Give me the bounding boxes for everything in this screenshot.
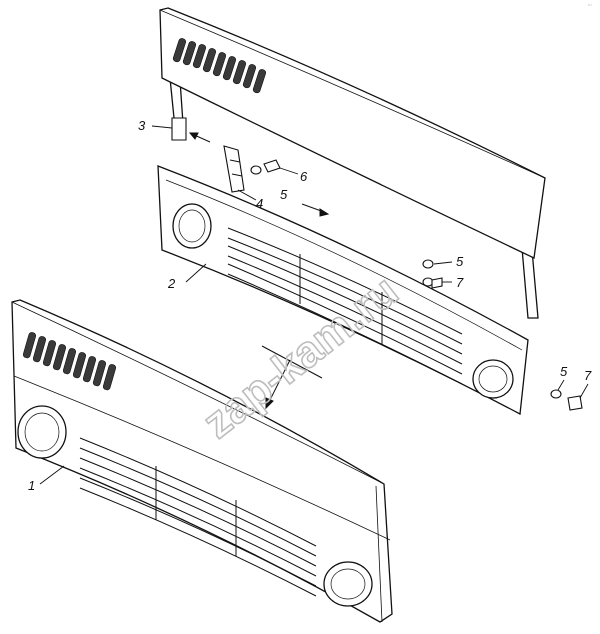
callout-part-7-a: 7	[456, 275, 464, 290]
upper-hood-panel	[159, 7, 546, 319]
callout-part-4: 4	[256, 196, 263, 211]
callout-part-5-c: 5	[560, 364, 568, 379]
callout-part-2: 2	[167, 276, 176, 291]
clip-part-4	[223, 145, 245, 193]
corner-mark: ru	[588, 2, 592, 7]
assembly-arrows	[188, 132, 330, 410]
washer-and-bolt-7-right	[550, 389, 583, 411]
upper-panel-vent-slots	[172, 38, 267, 94]
front-panel	[11, 299, 393, 623]
washer-and-screw-6	[250, 159, 281, 175]
washer-and-bolt-7-center	[422, 259, 443, 289]
callout-part-3: 3	[138, 118, 146, 133]
callout-part-7-b: 7	[584, 368, 592, 383]
callout-part-1: 1	[28, 478, 35, 493]
rear-grille	[157, 165, 529, 416]
callout-part-5-a: 5	[280, 187, 288, 202]
callout-part-5-b: 5	[456, 254, 464, 269]
callout-part-6: 6	[300, 169, 308, 184]
callout-leaders	[39, 125, 589, 485]
front-panel-vent-slots	[22, 332, 117, 391]
bracket-part-3	[171, 117, 187, 141]
